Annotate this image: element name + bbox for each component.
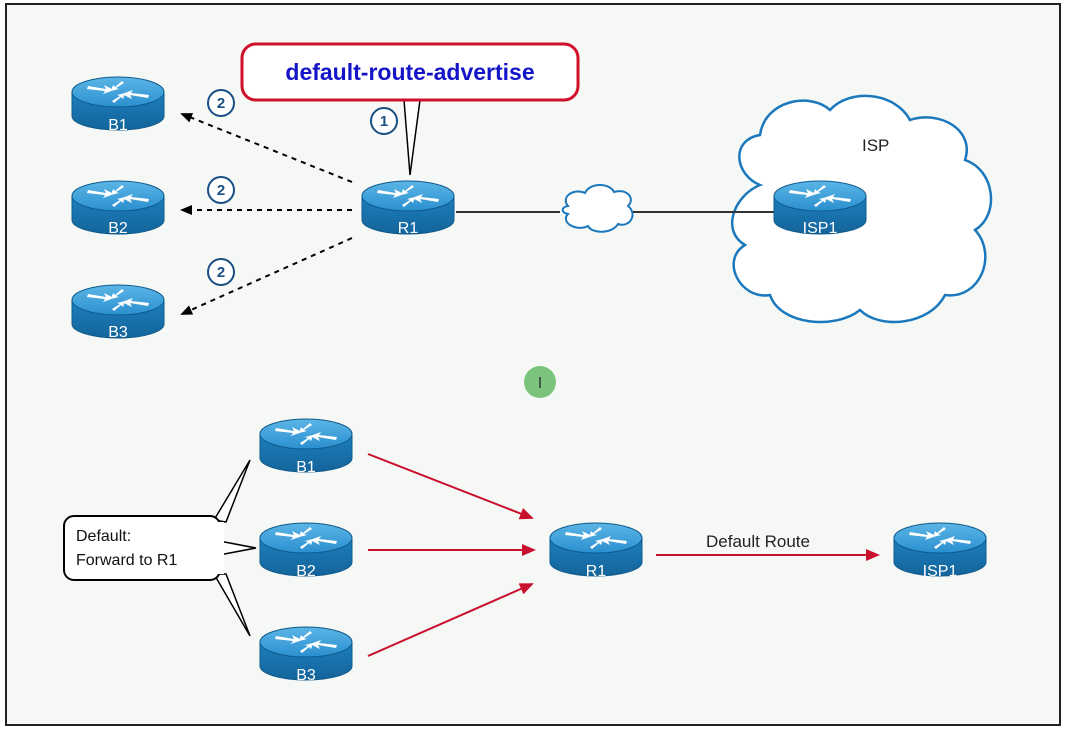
default-route-label: Default Route: [706, 532, 810, 551]
forward-arrow-b1: [367, 453, 534, 520]
router-b3-top: B3: [71, 284, 165, 341]
router-isp1-bottom: ISP1: [893, 522, 987, 580]
svg-text:2: 2: [217, 95, 225, 112]
router-r1-bottom: R1: [549, 522, 643, 580]
bubble-line-2: Forward to R1: [76, 552, 177, 569]
callout-box: default-route-advertise: [240, 42, 580, 102]
router-b3-top-label: B3: [108, 324, 128, 341]
router-r1-bottom-label: R1: [586, 563, 607, 580]
isp-cloud-label: ISP: [862, 136, 889, 155]
cursor-indicator: I: [524, 366, 556, 398]
svg-text:2: 2: [217, 182, 225, 199]
forward-arrow-b3: [367, 583, 534, 657]
router-isp1-top: ISP1: [773, 180, 867, 237]
callout-text: default-route-advertise: [285, 59, 534, 85]
router-b3-bottom-label: B3: [296, 667, 316, 684]
bubble-line-1: Default:: [76, 528, 131, 545]
bubble-pointer-b1: [212, 459, 251, 523]
default-forward-bubble: Default: Forward to R1: [63, 515, 224, 581]
advertise-arrow-b1: [180, 113, 353, 183]
step-marker-2-b3: 2: [207, 258, 235, 286]
router-b2-bottom: B2: [259, 522, 353, 580]
router-b1-bottom-label: B1: [296, 459, 316, 476]
svg-text:1: 1: [380, 113, 388, 130]
router-r1-top-label: R1: [398, 220, 419, 237]
router-b2-top-label: B2: [108, 220, 128, 237]
step-marker-2-b2: 2: [207, 176, 235, 204]
router-b1-bottom: B1: [259, 418, 353, 476]
svg-text:2: 2: [217, 264, 225, 281]
advertise-arrow-b3: [180, 237, 353, 315]
router-b1-top-label: B1: [108, 117, 128, 134]
svg-text:I: I: [538, 375, 542, 392]
wan-cloud: [561, 184, 634, 233]
router-isp1-top-label: ISP1: [803, 220, 838, 237]
step-marker-2-b1: 2: [207, 89, 235, 117]
router-r1-top: R1: [361, 180, 455, 237]
router-isp1-bottom-label: ISP1: [923, 563, 958, 580]
router-b3-bottom: B3: [259, 626, 353, 684]
step-marker-1: 1: [370, 107, 398, 135]
router-b2-top: B2: [71, 180, 165, 237]
router-b1-top: B1: [71, 76, 165, 134]
router-b2-bottom-label: B2: [296, 563, 316, 580]
